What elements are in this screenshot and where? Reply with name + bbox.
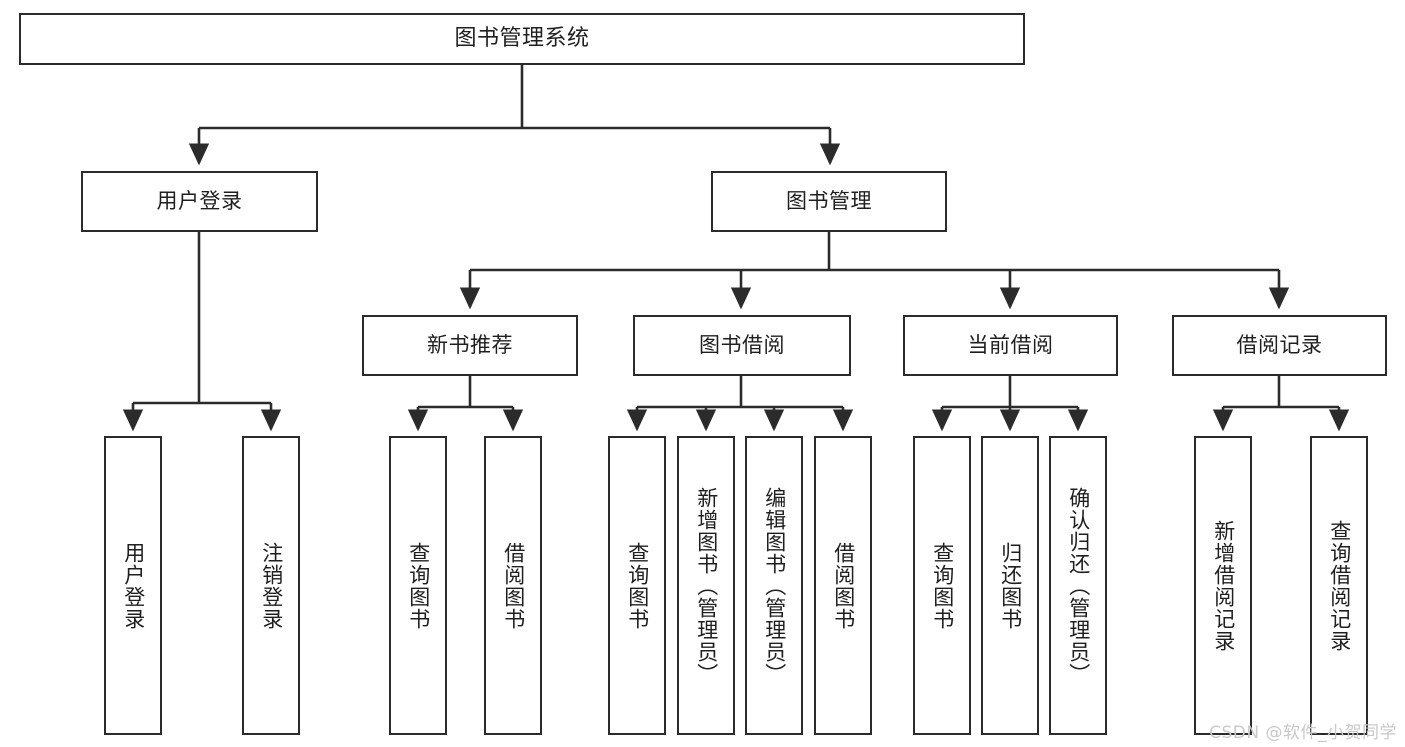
- node-borrow-record[interactable]: 借阅记录: [1172, 315, 1387, 376]
- node-current-borrow[interactable]: 当前借阅: [903, 315, 1118, 376]
- node-new-book-rec[interactable]: 新书推荐: [362, 315, 578, 376]
- node-leaf-confirm-return[interactable]: 确认归还（管理员）: [1049, 436, 1107, 735]
- node-leaf-add-book[interactable]: 新增图书（管理员）: [677, 436, 735, 735]
- node-leaf-borrow-book-1-label: 借阅图书: [501, 541, 526, 630]
- node-leaf-logout[interactable]: 注销登录: [242, 436, 300, 735]
- node-leaf-add-record-label: 新增借阅记录: [1211, 519, 1236, 652]
- node-leaf-logout-label: 注销登录: [259, 541, 284, 630]
- node-leaf-borrow-book-1[interactable]: 借阅图书: [484, 436, 542, 735]
- node-root-label: 图书管理系统: [454, 26, 590, 52]
- node-root[interactable]: 图书管理系统: [19, 13, 1025, 65]
- node-leaf-add-book-label: 新增图书（管理员）: [694, 486, 719, 685]
- node-leaf-query-book-2[interactable]: 查询图书: [608, 436, 666, 735]
- node-new-book-rec-label: 新书推荐: [427, 333, 513, 358]
- node-leaf-query-book-1-label: 查询图书: [406, 541, 431, 630]
- node-leaf-user-login-label: 用户登录: [121, 541, 146, 630]
- node-leaf-borrow-book-2-label: 借阅图书: [831, 541, 856, 630]
- node-book-manage[interactable]: 图书管理: [711, 171, 947, 232]
- watermark-text: CSDN @软件_小贺同学: [1209, 723, 1397, 743]
- node-leaf-confirm-return-label: 确认归还（管理员）: [1066, 486, 1091, 685]
- node-leaf-query-book-2-label: 查询图书: [625, 541, 650, 630]
- node-user-login[interactable]: 用户登录: [81, 171, 318, 232]
- node-borrow-record-label: 借阅记录: [1236, 333, 1323, 358]
- node-leaf-query-record[interactable]: 查询借阅记录: [1310, 436, 1368, 735]
- node-book-borrow[interactable]: 图书借阅: [633, 315, 851, 376]
- node-leaf-return-book-label: 归还图书: [998, 541, 1023, 630]
- node-user-login-label: 用户登录: [156, 189, 243, 214]
- node-book-manage-label: 图书管理: [786, 189, 872, 214]
- node-current-borrow-label: 当前借阅: [967, 333, 1054, 358]
- node-leaf-query-book-3[interactable]: 查询图书: [913, 436, 971, 735]
- node-leaf-add-record[interactable]: 新增借阅记录: [1194, 436, 1252, 735]
- node-leaf-query-book-3-label: 查询图书: [930, 541, 955, 630]
- node-leaf-edit-book[interactable]: 编辑图书（管理员）: [745, 436, 803, 735]
- node-leaf-query-record-label: 查询借阅记录: [1327, 519, 1352, 652]
- node-book-borrow-label: 图书借阅: [699, 333, 785, 358]
- node-leaf-edit-book-label: 编辑图书（管理员）: [762, 486, 787, 685]
- node-leaf-query-book-1[interactable]: 查询图书: [389, 436, 447, 735]
- node-leaf-return-book[interactable]: 归还图书: [981, 436, 1039, 735]
- node-leaf-user-login[interactable]: 用户登录: [104, 436, 162, 735]
- node-leaf-borrow-book-2[interactable]: 借阅图书: [814, 436, 872, 735]
